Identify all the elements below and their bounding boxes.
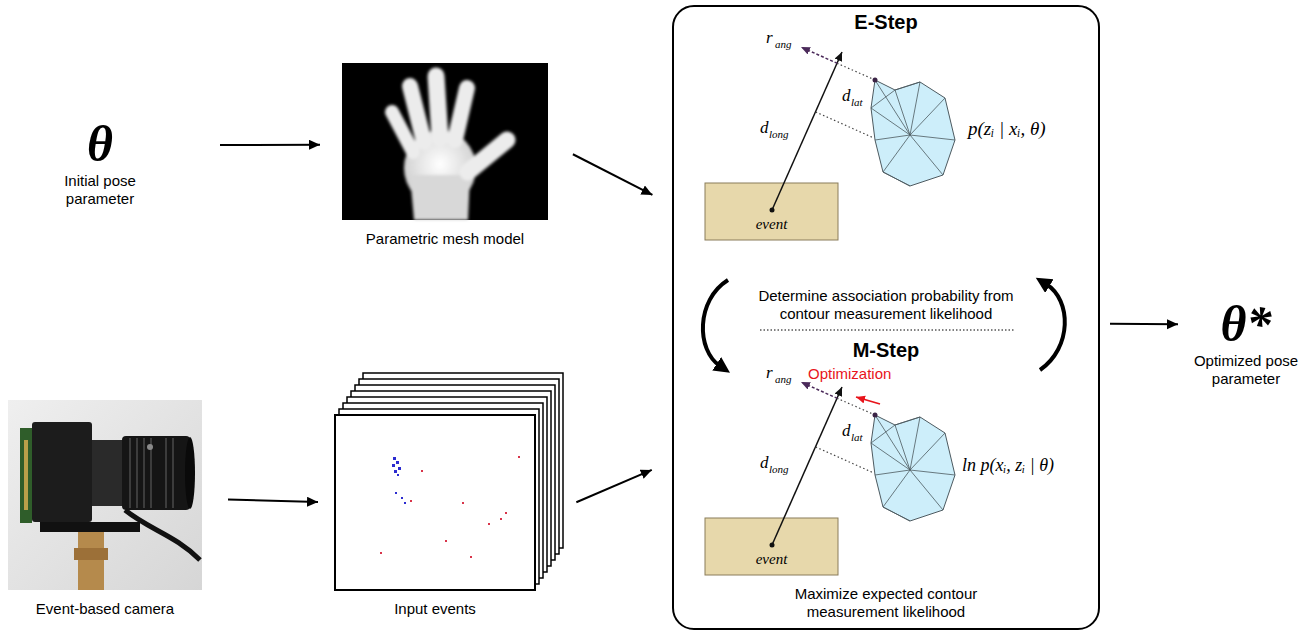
variable-subscript: ang: [775, 38, 792, 51]
image-caption: Event-based camera: [36, 600, 174, 618]
step-title: M-Step: [853, 338, 920, 362]
variable-name: d: [760, 118, 769, 138]
flow-arrow: [228, 500, 318, 503]
variable-subscript: lat: [851, 431, 863, 444]
input-parameter: θInitial pose parameter: [35, 117, 165, 208]
formula: p(zᵢ | xᵢ, θ): [968, 118, 1046, 141]
variable-subscript: ang: [775, 373, 792, 386]
step-title: E-Step: [854, 10, 917, 34]
event-label: event: [705, 215, 838, 233]
camera-photo: Event-based camera: [8, 400, 202, 590]
variable-name: d: [842, 86, 851, 106]
parameter-caption: Initial pose parameter: [35, 172, 165, 208]
variable-name: r: [766, 363, 773, 383]
step-description: Maximize expected contour measurement li…: [786, 585, 986, 621]
variable-subscript: long: [769, 128, 789, 141]
variable-subscript: lat: [851, 96, 863, 109]
flow-arrow: [573, 154, 652, 195]
variable-name: r: [766, 28, 773, 48]
variable-name: d: [842, 421, 851, 441]
parameter-caption: Optimized pose parameter: [1190, 352, 1302, 388]
flow-arrow: [576, 470, 651, 502]
image-caption: Input events: [394, 600, 476, 618]
mesh-model-image: Parametric mesh model: [342, 63, 548, 220]
image-caption: Parametric mesh model: [366, 230, 524, 248]
flow-arrow: [220, 144, 320, 146]
output-parameter: θ*Optimized pose parameter: [1190, 297, 1302, 388]
event-box: event: [705, 183, 838, 240]
variable-subscript: long: [769, 463, 789, 476]
flow-arrow: [1110, 323, 1178, 325]
parameter-symbol: θ*: [1190, 297, 1302, 352]
event-label: event: [705, 550, 838, 568]
event-box: event: [705, 518, 838, 575]
event-frames: Input events: [335, 415, 535, 590]
formula: ln p(xᵢ, zᵢ | θ): [962, 455, 1054, 477]
variable-name: d: [760, 453, 769, 473]
parameter-symbol: θ: [35, 117, 165, 172]
em-loop-box: E-StepDetermine association probability …: [672, 5, 1100, 630]
step-description: Determine association probability from c…: [755, 287, 1017, 323]
optimization-note: Optimization: [808, 366, 891, 383]
